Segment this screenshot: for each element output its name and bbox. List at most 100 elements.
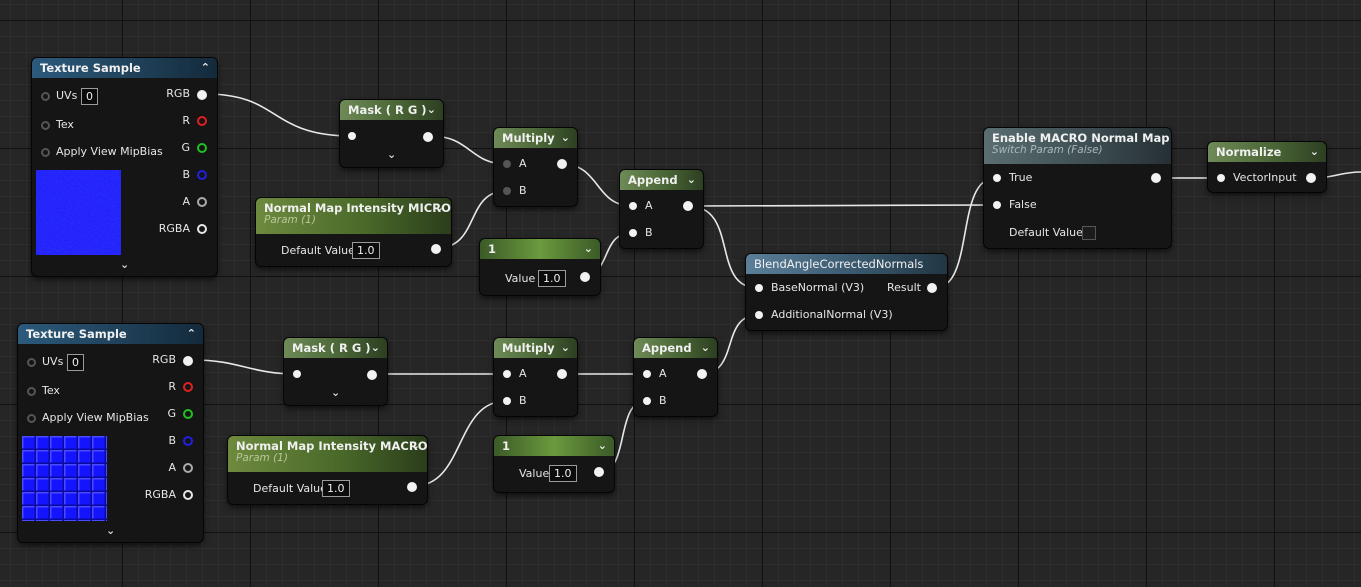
expand-chevron-icon[interactable]: ⌄ [106, 524, 116, 537]
rgba-output-pin[interactable] [197, 224, 207, 234]
input-a-pin[interactable] [629, 202, 637, 210]
collapse-chevron-icon[interactable]: ⌄ [700, 341, 710, 354]
collapse-chevron-icon[interactable]: ⌄ [583, 242, 593, 255]
rgb-output-pin[interactable] [197, 90, 207, 100]
additional-normal-input-pin[interactable] [755, 311, 763, 319]
mask-output-pin[interactable] [423, 132, 433, 142]
mipbias-input-pin[interactable] [27, 414, 36, 423]
texture-sample-node-2[interactable]: Texture Sample ⌃ UVs 0 Tex Apply View Mi… [18, 324, 203, 542]
collapse-chevron-icon[interactable]: ⌄ [434, 201, 444, 214]
mask-output-pin[interactable] [367, 370, 377, 380]
expand-chevron-icon[interactable]: ⌄ [387, 148, 397, 161]
param-output-pin[interactable] [431, 244, 441, 254]
rgba-output-pin[interactable] [183, 490, 193, 500]
mipbias-input-pin[interactable] [41, 148, 50, 157]
node-header[interactable]: BlendAngleCorrectedNormals [746, 254, 947, 274]
append-output-pin[interactable] [683, 201, 693, 211]
default-value-field[interactable]: 1.0 [322, 480, 350, 497]
node-header[interactable]: Multiply ⌄ [494, 128, 577, 148]
b-output-pin[interactable] [197, 170, 207, 180]
collapse-chevron-icon[interactable]: ⌄ [560, 341, 570, 354]
node-header[interactable]: Multiply ⌄ [494, 338, 577, 358]
mask-input-pin[interactable] [348, 132, 356, 140]
node-header[interactable]: Normal Map Intensity MICRO Param (1) ⌄ [256, 198, 451, 234]
result-output-pin[interactable] [927, 283, 937, 293]
input-a-pin[interactable] [503, 160, 511, 168]
append-node-2[interactable]: Append ⌄ A B [634, 338, 717, 416]
param-node-micro[interactable]: Normal Map Intensity MICRO Param (1) ⌄ D… [256, 198, 451, 266]
node-header[interactable]: Texture Sample ⌃ [18, 324, 203, 344]
collapse-chevron-icon[interactable]: ⌄ [597, 439, 607, 452]
collapse-chevron-icon[interactable]: ⌃ [186, 327, 196, 340]
texture-preview-tiles[interactable] [22, 436, 107, 521]
b-output-pin[interactable] [183, 436, 193, 446]
true-input-pin[interactable] [993, 174, 1001, 182]
mask-input-pin[interactable] [293, 370, 301, 378]
normalize-output-pin[interactable] [1306, 173, 1316, 183]
input-b-pin[interactable] [503, 397, 511, 405]
append-node-1[interactable]: Append ⌄ A B [620, 170, 703, 248]
param-output-pin[interactable] [407, 482, 417, 492]
texture-sample-node-1[interactable]: Texture Sample ⌃ UVs 0 Tex Apply View Mi… [32, 58, 217, 276]
r-output-pin[interactable] [183, 382, 193, 392]
node-header[interactable]: Mask ( R G ) ⌄ [340, 100, 443, 120]
input-b-pin[interactable] [503, 187, 511, 195]
tex-input-pin[interactable] [41, 121, 50, 130]
collapse-chevron-icon[interactable]: ⌄ [410, 439, 420, 452]
input-a-pin[interactable] [643, 370, 651, 378]
collapse-chevron-icon[interactable]: ⌄ [370, 341, 380, 354]
node-header[interactable]: Append ⌄ [634, 338, 717, 358]
tex-input-pin[interactable] [27, 387, 36, 396]
multiply-node-2[interactable]: Multiply ⌄ A B [494, 338, 577, 416]
node-header[interactable]: Append ⌄ [620, 170, 703, 190]
value-field[interactable]: 1.0 [538, 270, 566, 287]
collapse-chevron-icon[interactable]: ⌃ [200, 61, 210, 74]
node-header[interactable]: 1 ⌄ [480, 239, 600, 259]
false-input-pin[interactable] [993, 201, 1001, 209]
expand-chevron-icon[interactable]: ⌄ [120, 258, 130, 271]
r-output-pin[interactable] [197, 116, 207, 126]
collapse-chevron-icon[interactable]: ⌄ [560, 131, 570, 144]
value-field[interactable]: 1.0 [549, 465, 577, 482]
node-header[interactable]: Mask ( R G ) ⌄ [284, 338, 387, 358]
uvs-index-field[interactable]: 0 [67, 354, 84, 371]
texture-preview-noise[interactable] [36, 170, 121, 255]
default-value-checkbox[interactable] [1082, 226, 1096, 240]
input-a-pin[interactable] [503, 370, 511, 378]
uvs-input-pin[interactable] [41, 92, 50, 101]
node-header[interactable]: Enable MACRO Normal Map Switch Param (Fa… [984, 128, 1171, 164]
default-value-field[interactable]: 1.0 [352, 242, 380, 259]
a-output-pin[interactable] [183, 463, 193, 473]
collapse-chevron-icon[interactable]: ⌄ [686, 173, 696, 186]
node-header[interactable]: Normal Map Intensity MACRO Param (1) ⌄ [228, 436, 427, 472]
expand-chevron-icon[interactable]: ⌄ [331, 386, 341, 399]
multiply-output-pin[interactable] [557, 369, 567, 379]
switch-output-pin[interactable] [1151, 173, 1161, 183]
multiply-node-1[interactable]: Multiply ⌄ A B [494, 128, 577, 206]
input-b-pin[interactable] [629, 229, 637, 237]
switch-param-node[interactable]: Enable MACRO Normal Map Switch Param (Fa… [984, 128, 1171, 248]
param-node-macro[interactable]: Normal Map Intensity MACRO Param (1) ⌄ D… [228, 436, 427, 504]
rgb-output-pin[interactable] [183, 356, 193, 366]
blend-normals-node[interactable]: BlendAngleCorrectedNormals BaseNormal (V… [746, 254, 947, 330]
input-b-pin[interactable] [643, 397, 651, 405]
collapse-chevron-icon[interactable]: ⌄ [1309, 145, 1319, 158]
mask-node-2[interactable]: Mask ( R G ) ⌄ ⌄ [284, 338, 387, 405]
constant-node-2[interactable]: 1 ⌄ Value 1.0 [494, 436, 614, 492]
g-output-pin[interactable] [183, 409, 193, 419]
a-output-pin[interactable] [197, 197, 207, 207]
normalize-node[interactable]: Normalize ⌄ VectorInput [1208, 142, 1326, 192]
constant-node-1[interactable]: 1 ⌄ Value 1.0 [480, 239, 600, 295]
vector-input-pin[interactable] [1217, 174, 1225, 182]
g-output-pin[interactable] [197, 143, 207, 153]
uvs-index-field[interactable]: 0 [81, 88, 98, 105]
collapse-chevron-icon[interactable]: ⌄ [426, 103, 436, 116]
node-header[interactable]: 1 ⌄ [494, 436, 614, 456]
base-normal-input-pin[interactable] [755, 284, 763, 292]
append-output-pin[interactable] [697, 369, 707, 379]
node-header[interactable]: Normalize ⌄ [1208, 142, 1326, 162]
mask-node-1[interactable]: Mask ( R G ) ⌄ ⌄ [340, 100, 443, 167]
node-header[interactable]: Texture Sample ⌃ [32, 58, 217, 78]
constant-output-pin[interactable] [594, 467, 604, 477]
uvs-input-pin[interactable] [27, 358, 36, 367]
